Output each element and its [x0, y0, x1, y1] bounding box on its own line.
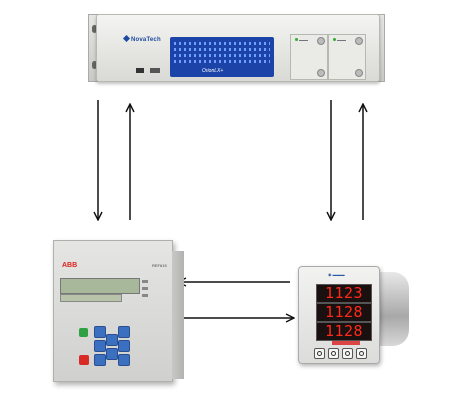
gateway-led-panel: OrionLX+: [170, 37, 274, 77]
meter-reading-display: 1128: [316, 322, 372, 341]
meter-reading-value: 1123: [324, 284, 364, 302]
relay-status-led: [142, 287, 148, 290]
meter-button: [328, 348, 339, 359]
network-port-icon: [150, 68, 160, 73]
gateway-brand: NovaTech: [122, 34, 161, 43]
relay-status-led: [142, 294, 148, 297]
meter-button: [342, 348, 353, 359]
relay-status-led: [142, 280, 148, 283]
meter-housing: [375, 272, 409, 346]
relay-lcd-line: [60, 294, 122, 302]
meter-reading-value: 1128: [324, 303, 364, 321]
meter-indicator-strip: [332, 341, 360, 345]
meter-button: [356, 348, 367, 359]
meter-reading-display: 1123: [316, 284, 372, 303]
power-supply-module: ▬▬▬: [290, 34, 328, 80]
relay-lcd-display: [60, 278, 140, 294]
power-supply-module: ▬▬▬: [328, 34, 366, 80]
relay-navigation-keypad: [76, 324, 148, 366]
relay-green-button: [79, 328, 88, 337]
gateway-brand-label: NovaTech: [131, 37, 161, 43]
novatech-logo-icon: [122, 34, 131, 43]
meter-reading-display: 1128: [316, 303, 372, 322]
meter-logo-icon: ◉ ▬▬▬: [328, 272, 345, 277]
relay-brand: ABB: [62, 262, 78, 269]
meter-button: [314, 348, 325, 359]
relay-red-button: [79, 355, 89, 365]
meter-reading-value: 1128: [324, 322, 364, 340]
usb-port-icon: [136, 68, 144, 73]
gateway-model-label: OrionLX+: [202, 68, 224, 74]
relay-model-label: REF615: [152, 263, 167, 268]
